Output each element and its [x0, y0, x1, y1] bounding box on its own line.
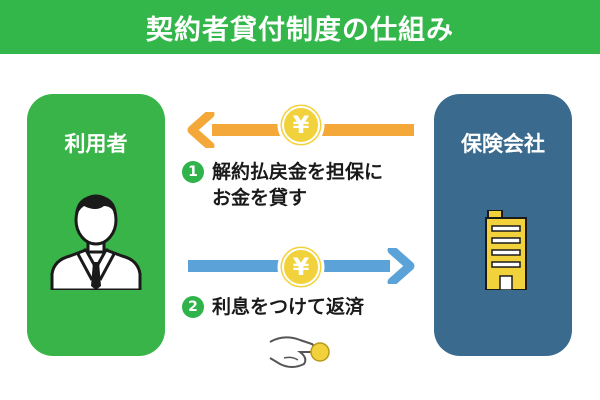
- person-icon: [50, 194, 142, 290]
- title-bar: 契約者貸付制度の仕組み: [0, 0, 600, 54]
- step1-line1: 解約払戻金を担保に: [212, 161, 384, 183]
- step1-number-badge: 1: [182, 161, 204, 183]
- user-label: 利用者: [64, 132, 128, 156]
- yen-symbol-2: ¥: [293, 253, 310, 281]
- yen-coin-icon: ¥: [277, 101, 325, 149]
- company-box: 保険会社: [434, 94, 572, 356]
- user-box: 利用者: [27, 94, 165, 356]
- hand-coin-icon: [269, 336, 330, 368]
- step2-number-badge: 2: [182, 296, 204, 318]
- step2-label: 利息をつけて返済: [212, 296, 365, 318]
- diagram-title: 契約者貸付制度の仕組み: [146, 14, 454, 46]
- yen-symbol: ¥: [293, 111, 310, 139]
- step2-text: 2 利息をつけて返済: [182, 294, 364, 320]
- building-icon: [485, 210, 527, 290]
- company-label: 保険会社: [461, 132, 545, 156]
- yen-coin-icon-2: ¥: [277, 243, 325, 291]
- step1-text: 1 解約払戻金を担保に お金を貸す: [182, 159, 383, 211]
- step1-line2: お金を貸す: [212, 187, 308, 209]
